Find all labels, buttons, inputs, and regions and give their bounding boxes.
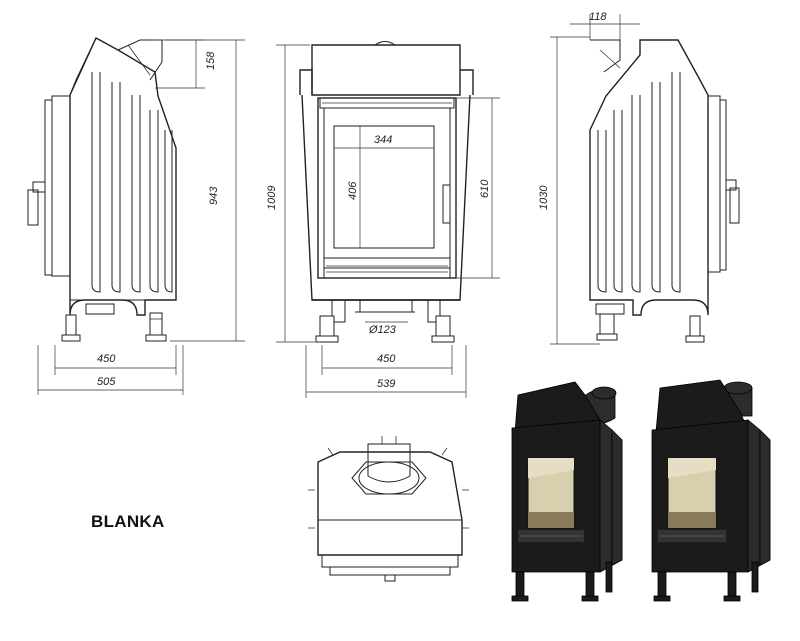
dim-diameter-123: Ø123 — [368, 324, 397, 336]
dim-158: 158 — [205, 51, 217, 70]
model-name-label: BLANKA — [91, 512, 165, 531]
top-view — [308, 436, 469, 582]
dim-450-front: 450 — [377, 353, 396, 365]
dim-118: 118 — [589, 11, 607, 23]
dim-505: 505 — [97, 376, 116, 388]
stove-render-left — [511, 381, 623, 602]
dim-344: 344 — [374, 134, 392, 146]
side-view-left — [27, 37, 177, 342]
dim-943: 943 — [208, 186, 220, 205]
front-dimensions: 1009 344 406 610 Ø123 450 539 — [266, 44, 500, 398]
dim-450-side: 450 — [97, 353, 116, 365]
dim-406: 406 — [347, 181, 359, 200]
front-view — [299, 41, 474, 343]
dim-1030: 1030 — [538, 185, 550, 210]
side-right-dimensions: 118 1030 — [538, 11, 640, 345]
side-left-dimensions: 158 943 450 505 — [37, 39, 245, 395]
side-view-right — [589, 39, 740, 343]
dim-1009: 1009 — [266, 186, 278, 210]
dim-539: 539 — [377, 378, 395, 390]
dim-610: 610 — [479, 179, 491, 198]
stove-render-right — [651, 379, 771, 602]
